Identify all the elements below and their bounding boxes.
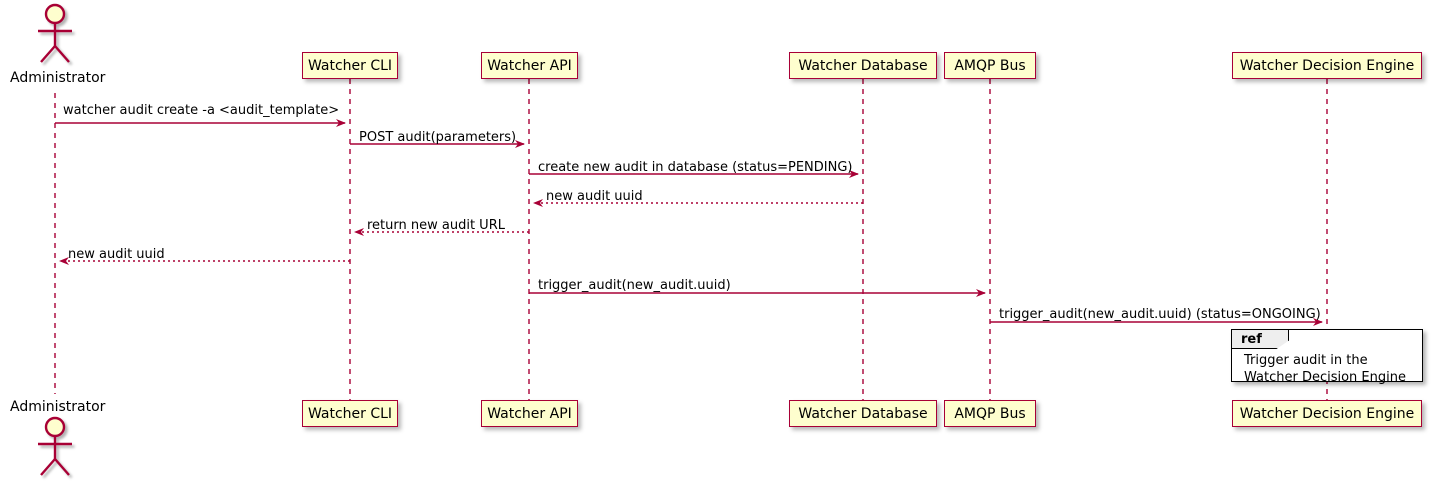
participant-amqp-bus-bottom[interactable]: AMQP Bus <box>944 400 1036 427</box>
participant-decision-engine-bottom[interactable]: Watcher Decision Engine <box>1232 400 1422 427</box>
ref-fragment-tab-label: ref <box>1232 330 1289 349</box>
message-label-3: create new audit in database (status=PEN… <box>538 160 853 175</box>
participant-amqp-bus-top[interactable]: AMQP Bus <box>944 52 1036 79</box>
participant-cli-top[interactable]: Watcher CLI <box>302 52 398 79</box>
ref-fragment-body: Trigger audit in the Watcher Decision En… <box>1244 352 1406 386</box>
message-label-8: trigger_audit(new_audit.uuid) (status=ON… <box>999 307 1321 322</box>
participant-api-top[interactable]: Watcher API <box>481 52 578 79</box>
message-label-2: POST audit(parameters) <box>359 130 517 145</box>
message-label-7: trigger_audit(new_audit.uuid) <box>538 278 731 293</box>
message-label-4: new audit uuid <box>546 189 643 204</box>
message-label-5: return new audit URL <box>367 218 505 233</box>
participant-api-bottom[interactable]: Watcher API <box>481 400 578 427</box>
actor-admin-bottom <box>38 416 72 476</box>
participant-database-top[interactable]: Watcher Database <box>789 52 937 79</box>
message-arrows <box>55 119 1323 326</box>
message-label-6: new audit uuid <box>68 247 165 262</box>
actor-label-administrator-bottom: Administrator <box>10 399 106 415</box>
participant-cli-bottom[interactable]: Watcher CLI <box>302 400 398 427</box>
participant-decision-engine-top[interactable]: Watcher Decision Engine <box>1232 52 1422 79</box>
ref-fragment-line-1: Trigger audit in the <box>1244 353 1368 368</box>
participant-database-bottom[interactable]: Watcher Database <box>789 400 937 427</box>
ref-fragment-line-2: Watcher Decision Engine <box>1244 370 1406 385</box>
ref-fragment: ref Trigger audit in the Watcher Decisio… <box>1231 329 1423 385</box>
actor-label-administrator-top: Administrator <box>10 70 106 86</box>
message-label-1: watcher audit create -a <audit_template> <box>63 103 340 118</box>
actor-admin-top <box>38 3 72 63</box>
lifelines <box>54 79 1328 400</box>
